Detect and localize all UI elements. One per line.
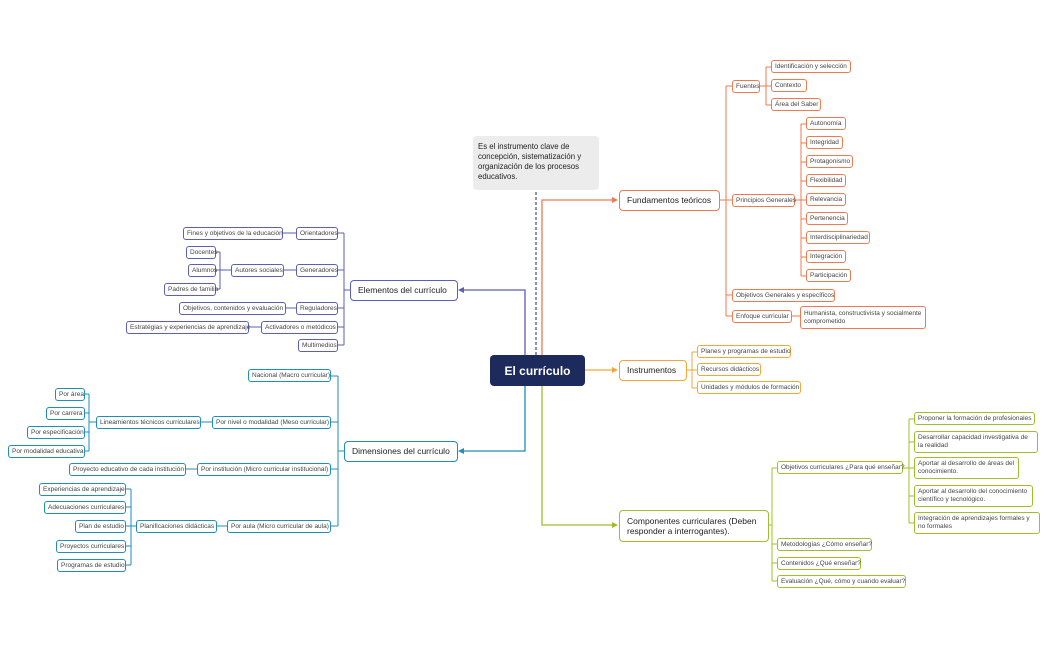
principios-generales-node[interactable]: Principios Generales <box>732 194 796 207</box>
enfoque-item[interactable]: Humanista, constructivista y socialmente… <box>800 306 926 329</box>
arrow-dimensiones <box>458 448 464 454</box>
autor-item[interactable]: Padres de familia <box>164 283 218 296</box>
objetivo-item[interactable]: Aportar al desarrollo del conocimiento c… <box>914 485 1033 507</box>
aula-item[interactable]: Adecuaciones curriculares <box>44 501 126 514</box>
principio-item[interactable]: Relevancia <box>806 193 846 206</box>
dimensiones-curriculo-topic[interactable]: Dimensiones del currículo <box>344 441 458 462</box>
principio-item[interactable]: Flexibilidad <box>806 174 846 187</box>
reguladores-item[interactable]: Objetivos, contenidos y evaluación <box>179 302 286 315</box>
objetivos-generales-node[interactable]: Objetivos Generales y específicos <box>732 289 835 302</box>
aula-item[interactable]: Plan de estudio <box>75 520 126 533</box>
reguladores-node[interactable]: Reguladores <box>296 302 338 315</box>
institucion-item[interactable]: Proyecto educativo de cada institución <box>69 463 186 476</box>
lineamiento-item[interactable]: Por especificación <box>27 426 85 439</box>
fuentes-item[interactable]: Contexto <box>771 79 807 92</box>
principio-item[interactable]: Integridad <box>806 136 843 149</box>
arrow-componentes <box>612 522 618 528</box>
arrow-elementos <box>458 287 464 293</box>
central-topic[interactable]: El currículo <box>490 355 585 386</box>
objetivo-item[interactable]: Aportar al desarrollo de áreas del conoc… <box>914 457 1019 479</box>
principio-item[interactable]: Participación <box>806 269 851 282</box>
autor-item[interactable]: Docentes <box>186 246 217 259</box>
fuentes-item[interactable]: Área del Saber <box>771 98 821 111</box>
fuentes-node[interactable]: Fuentes <box>732 80 760 93</box>
principio-item[interactable]: Autonomía <box>806 117 846 130</box>
objetivo-item[interactable]: Proponer la formación de profesionales <box>914 412 1035 425</box>
lineamientos-node[interactable]: Lineamientos técnicos curriculares <box>96 416 201 429</box>
principio-item[interactable]: Pertenencia <box>806 212 848 225</box>
contenidos-node[interactable]: Contenidos ¿Qué enseñar? <box>777 557 861 570</box>
objetivo-item[interactable]: Desarrollar capacidad investigativa de l… <box>914 431 1038 453</box>
metodologias-node[interactable]: Metodologías ¿Cómo enseñar? <box>777 538 872 551</box>
central-note: Es el instrumento clave de concepción, s… <box>473 136 599 190</box>
orientadores-node[interactable]: Orientadores <box>296 227 338 240</box>
root-to-componentes <box>541 386 612 526</box>
objetivo-item[interactable]: Integración de aprendizajes formales y n… <box>914 512 1040 534</box>
elementos-curriculo-topic[interactable]: Elementos del currículo <box>350 280 458 301</box>
instrumento-item[interactable]: Recursos didácticos <box>697 363 761 376</box>
nivel-modalidad-node[interactable]: Por nivel o modalidad (Meso curricular) <box>212 416 331 429</box>
activadores-node[interactable]: Activadores o metódicos <box>261 321 338 334</box>
instrumento-item[interactable]: Unidades y módulos de formación <box>697 381 801 394</box>
componentes-curriculares-topic[interactable]: Componentes curriculares (Deben responde… <box>619 510 769 542</box>
orientadores-item[interactable]: Fines y objetivos de la educación <box>183 227 283 240</box>
root-to-elementos <box>464 289 526 355</box>
lineamiento-item[interactable]: Por modalidad educativa <box>8 445 85 458</box>
generadores-node[interactable]: Generadores <box>296 264 338 277</box>
institucion-node[interactable]: Por institución (Micro curricular instit… <box>197 463 331 476</box>
principio-item[interactable]: Protagonismo <box>806 155 853 168</box>
evaluacion-node[interactable]: Evaluación ¿Qué, cómo y cuando evaluar? <box>777 575 906 588</box>
principio-item[interactable]: Integración <box>806 250 846 263</box>
aula-item[interactable]: Proyectos curriculares <box>56 540 126 553</box>
objetivos-curriculares-node[interactable]: Objetivos curriculares ¿Para qué enseñar… <box>777 461 905 474</box>
lineamiento-item[interactable]: Por carrera <box>46 407 85 420</box>
aula-item[interactable]: Experiencias de aprendizaje <box>39 483 126 496</box>
principio-item[interactable]: Interdisciplinariedad <box>806 231 870 244</box>
instrumento-item[interactable]: Planes y programas de estudio <box>697 345 791 358</box>
aula-item[interactable]: Programas de estudio <box>57 559 126 572</box>
root-to-dimensiones <box>464 386 526 452</box>
enfoque-curricular-node[interactable]: Enfoque curricular <box>732 310 792 323</box>
planificaciones-node[interactable]: Planificaciones didácticas <box>136 520 217 533</box>
instrumentos-topic[interactable]: Instrumentos <box>619 360 687 381</box>
fuentes-item[interactable]: Identificación y selección <box>771 60 851 73</box>
arrow-instrumentos <box>612 367 618 373</box>
multimedios-node[interactable]: Multimedios <box>298 339 338 352</box>
aula-node[interactable]: Por aula (Micro curricular de aula) <box>227 520 331 533</box>
root-to-fundamentos <box>541 199 612 355</box>
nacional-node[interactable]: Nacional (Macro curricular) <box>248 369 331 382</box>
lineamiento-item[interactable]: Por área <box>55 388 85 401</box>
autor-item[interactable]: Alumnos <box>188 264 217 277</box>
fundamentos-teoricos-topic[interactable]: Fundamentos teóricos <box>619 190 720 211</box>
arrow-fundamentos <box>612 197 618 203</box>
autores-sociales-node[interactable]: Autores sociales <box>231 264 284 277</box>
activadores-item[interactable]: Estratégias y experiencias de aprendizaj… <box>126 321 250 334</box>
